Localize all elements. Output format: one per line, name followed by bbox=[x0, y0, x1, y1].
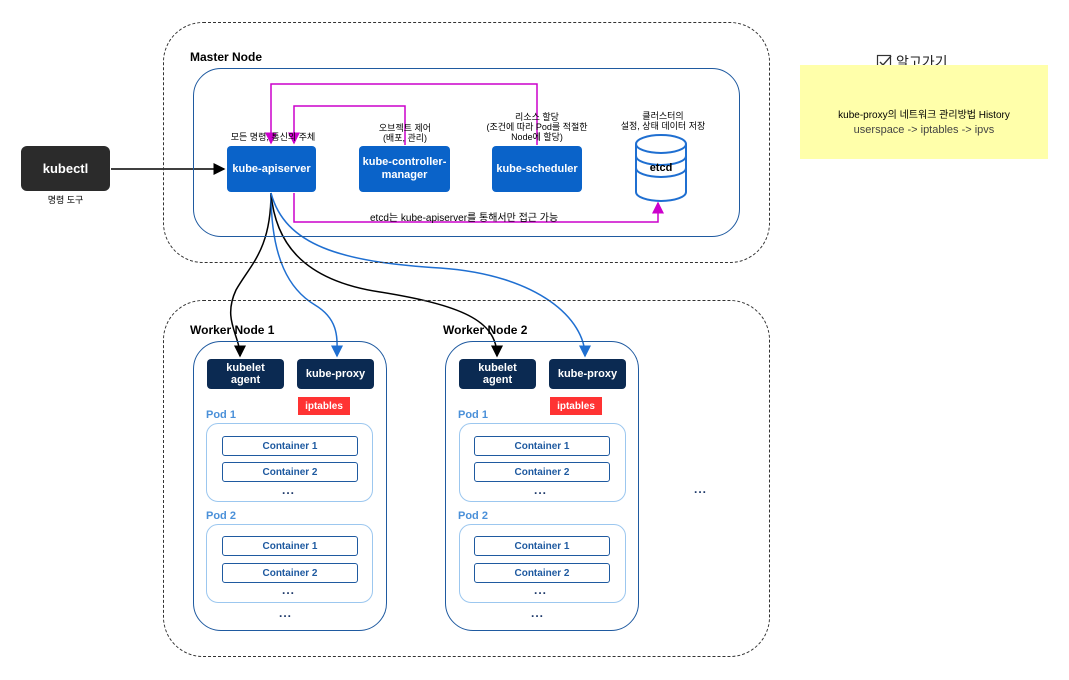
worker1-pod1-more: ... bbox=[282, 483, 296, 497]
apiserver-box: kube-apiserver bbox=[227, 146, 316, 192]
worker2-kubelet-box: kubelet agent bbox=[459, 359, 536, 389]
worker1-pod2-label: Pod 2 bbox=[206, 510, 236, 522]
kubectl-caption: 명령 도구 bbox=[47, 195, 84, 205]
worker2-pod2-container2: Container 2 bbox=[474, 563, 610, 583]
worker2-pod2-label: Pod 2 bbox=[458, 510, 488, 522]
worker1-iptables-label: iptables bbox=[305, 400, 343, 412]
worker-node1-box bbox=[193, 341, 387, 631]
worker-node1-title: Worker Node 1 bbox=[190, 323, 275, 337]
worker1-kube-proxy-label: kube-proxy bbox=[305, 368, 366, 380]
note-box: kube-proxy의 네트워크 관리방법 History userspace … bbox=[800, 65, 1048, 159]
apiserver-label: kube-apiserver bbox=[232, 162, 311, 175]
kubectl-box: kubectl bbox=[21, 146, 110, 191]
worker2-pod2-more: ... bbox=[534, 583, 548, 597]
master-node-title: Master Node bbox=[190, 50, 263, 64]
worker2-pod1-label: Pod 1 bbox=[458, 409, 488, 421]
worker-node2-box bbox=[445, 341, 639, 631]
scheduler-note: 리소스 할당 (조건에 따라 Pod를 적절한 Node에 할당) bbox=[477, 112, 597, 142]
worker2-pod1-container2: Container 2 bbox=[474, 462, 610, 482]
more-workers: ... bbox=[694, 482, 708, 496]
worker2-pod1-box bbox=[459, 423, 626, 502]
apiserver-note: 모든 명령, 통신의 주체 bbox=[230, 132, 316, 142]
worker1-pod2-container2: Container 2 bbox=[222, 563, 358, 583]
controller-box: kube-controller-manager bbox=[359, 146, 450, 192]
controller-label: kube-controller-manager bbox=[362, 156, 447, 181]
worker1-pod1-container2: Container 2 bbox=[222, 462, 358, 482]
apiserver-to-proxy2-arrow bbox=[270, 192, 591, 358]
master-node-outer bbox=[163, 22, 770, 263]
etcd-label: etcd bbox=[649, 162, 673, 174]
controller-note-line2: (배포, 관리) bbox=[382, 133, 428, 143]
worker1-pod2-more: ... bbox=[282, 583, 296, 597]
scheduler-note-line3: Node에 할당) bbox=[511, 132, 563, 142]
worker1-pod2-container1: Container 1 bbox=[222, 536, 358, 556]
note-line2: userspace -> iptables -> ipvs bbox=[853, 124, 995, 136]
worker-area-outer bbox=[163, 300, 770, 657]
worker1-kube-proxy-box: kube-proxy bbox=[297, 359, 374, 389]
scheduler-note-line2: (조건에 따라 Pod를 적절한 bbox=[486, 122, 588, 132]
apiserver-to-kubelet2-arrow bbox=[270, 192, 503, 358]
master-node-inner bbox=[193, 68, 740, 237]
worker1-kubelet-box: kubelet agent bbox=[207, 359, 284, 389]
worker2-kube-proxy-label: kube-proxy bbox=[557, 368, 618, 380]
worker1-more-pods: ... bbox=[279, 606, 293, 620]
etcd-note-line2: 설정, 상태 데이터 저장 bbox=[620, 121, 706, 131]
worker-node2-title: Worker Node 2 bbox=[443, 323, 528, 337]
worker1-iptables-tag: iptables bbox=[298, 397, 350, 415]
worker2-pod1-container1: Container 1 bbox=[474, 436, 610, 456]
worker2-iptables-tag: iptables bbox=[550, 397, 602, 415]
worker1-pod1-label: Pod 1 bbox=[206, 409, 236, 421]
etcd-access-note: etcd는 kube-apiserver를 통해서만 접근 가능 bbox=[370, 213, 559, 224]
scheduler-loop-arrow bbox=[265, 83, 538, 145]
apiserver-to-kubelet1-arrow bbox=[230, 192, 272, 358]
worker1-pod1-box bbox=[206, 423, 373, 502]
note-line1: kube-proxy의 네트워크 관리방법 History bbox=[838, 110, 1010, 121]
apiserver-to-proxy1-arrow bbox=[270, 192, 344, 358]
worker2-iptables-label: iptables bbox=[557, 400, 595, 412]
worker2-kube-proxy-box: kube-proxy bbox=[549, 359, 626, 389]
etcd-note-line1: 클러스터의 bbox=[642, 111, 684, 121]
worker2-more-pods: ... bbox=[531, 606, 545, 620]
kubectl-label: kubectl bbox=[42, 161, 89, 176]
scheduler-note-line1: 리소스 할당 bbox=[515, 112, 559, 122]
worker1-pod1-container1: Container 1 bbox=[222, 436, 358, 456]
worker1-kubelet-label: kubelet agent bbox=[226, 362, 265, 386]
worker2-kubelet-label: kubelet agent bbox=[478, 362, 517, 386]
controller-note: 오브젝트 제어 (배포, 관리) bbox=[350, 123, 460, 143]
worker2-pod1-more: ... bbox=[534, 483, 548, 497]
scheduler-label: kube-scheduler bbox=[496, 162, 578, 175]
worker1-pod2-box bbox=[206, 524, 373, 603]
controller-loop-arrow bbox=[288, 105, 406, 145]
worker2-pod2-box bbox=[459, 524, 626, 603]
controller-note-line1: 오브젝트 제어 bbox=[378, 123, 432, 133]
etcd-database-icon bbox=[635, 134, 687, 202]
etcd-note: 클러스터의 설정, 상태 데이터 저장 bbox=[608, 111, 718, 131]
apiserver-to-etcd-arrow bbox=[293, 193, 664, 223]
scheduler-box: kube-scheduler bbox=[492, 146, 582, 192]
worker2-pod2-container1: Container 1 bbox=[474, 536, 610, 556]
